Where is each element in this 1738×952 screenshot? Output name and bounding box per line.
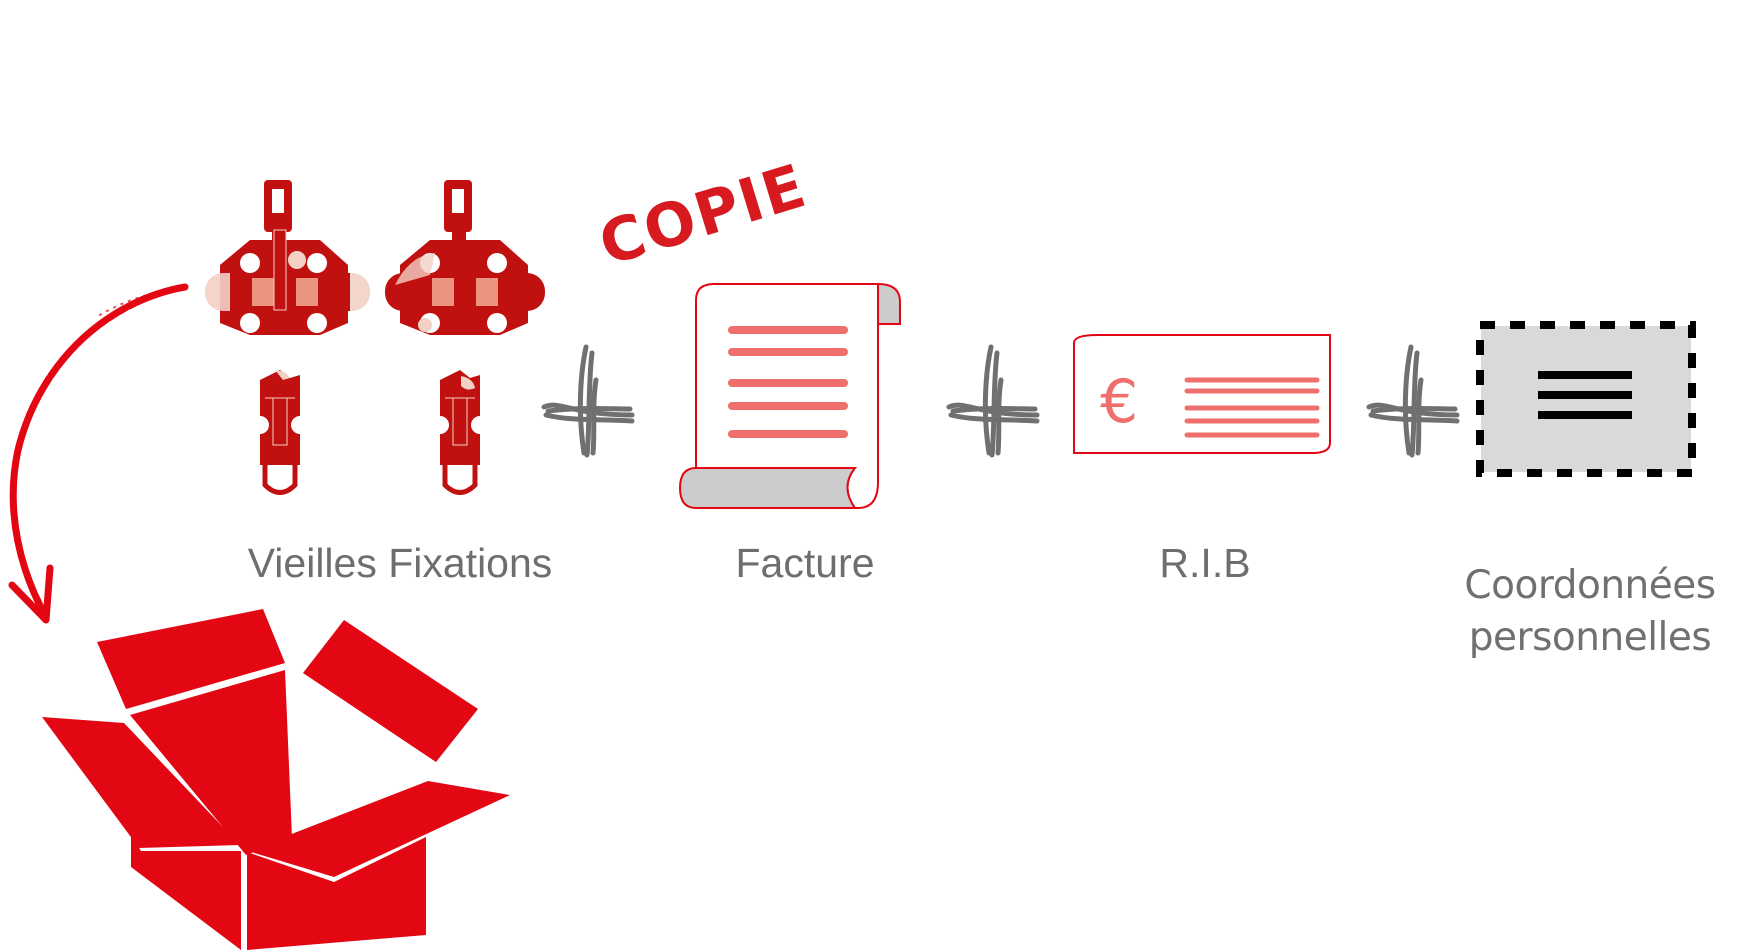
personal-details-card-icon — [1476, 321, 1696, 477]
contact-label-line2: personnelles — [1468, 615, 1712, 660]
binding-heel-right — [431, 370, 489, 495]
binding-heel-left — [251, 370, 309, 495]
binding-toe-left — [205, 180, 370, 335]
bank-details-card-icon — [1073, 334, 1331, 454]
binding-toe-right — [385, 180, 545, 335]
contact-label: Coordonnées personnelles — [1440, 560, 1738, 664]
invoice-label: Facture — [735, 540, 875, 586]
rib-label: R.I.B — [1159, 540, 1251, 586]
euro-symbol: € — [1100, 367, 1139, 437]
plus-icon — [946, 344, 1040, 458]
plus-icon — [1366, 344, 1460, 458]
invoice-scroll-icon — [678, 282, 901, 509]
ski-bindings-icon — [205, 180, 545, 495]
contact-label-line1: Coordonnées — [1464, 563, 1716, 608]
open-box-icon — [42, 609, 510, 950]
plus-icon — [541, 344, 635, 458]
bindings-label: Vieilles Fixations — [247, 540, 553, 586]
